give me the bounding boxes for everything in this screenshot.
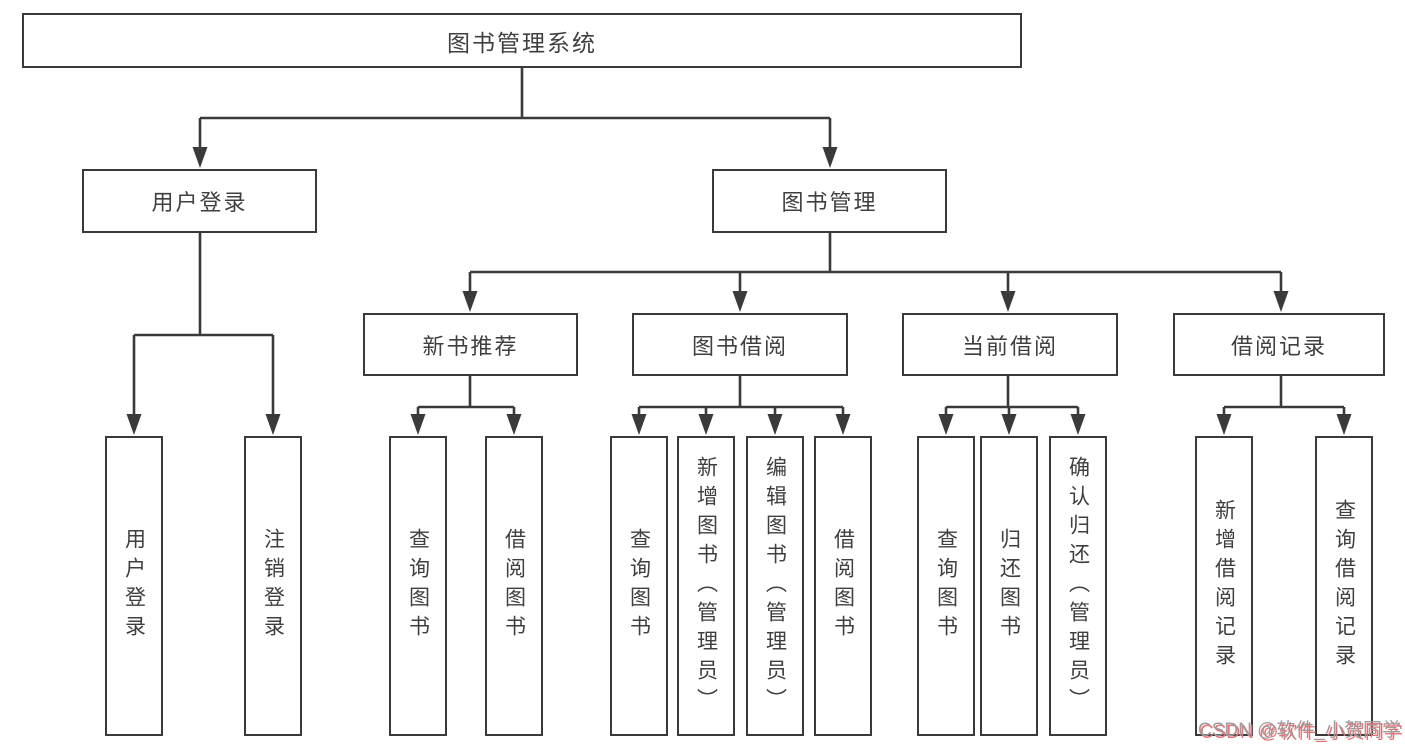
leaf-label: 借阅图书 [831, 528, 855, 644]
arrow-icon [1070, 414, 1086, 435]
leaf-label: 查询图书 [627, 528, 651, 644]
leaf-borrow-books-recommend: 借阅图书 [485, 436, 543, 736]
node-borrow-records: 借阅记录 [1173, 313, 1385, 376]
leaf-label: 确认归还（管理员） [1066, 455, 1090, 717]
leaf-confirm-return-admin: 确认归还（管理员） [1049, 436, 1107, 736]
leaf-query-borrow-record: 查询借阅记录 [1315, 436, 1373, 736]
arrow-icon [698, 414, 714, 435]
arrow-icon [126, 414, 142, 435]
leaf-label: 借阅图书 [502, 528, 526, 644]
leaf-query-books-recommend: 查询图书 [389, 436, 447, 736]
node-library-system: 图书管理系统 [22, 13, 1022, 68]
connector-path [132, 68, 1346, 418]
leaf-label: 编辑图书（管理员） [763, 455, 787, 717]
arrow-icon [767, 414, 783, 435]
arrow-icon [631, 414, 647, 435]
leaf-add-borrow-record: 新增借阅记录 [1195, 436, 1253, 736]
leaf-borrow-books-borrowing: 借阅图书 [814, 436, 872, 736]
leaf-edit-book-admin: 编辑图书（管理员） [746, 436, 804, 736]
arrow-icon [265, 414, 281, 435]
arrow-icon [462, 291, 478, 312]
arrow-icon [192, 147, 208, 168]
leaf-add-book-admin: 新增图书（管理员） [677, 436, 735, 736]
arrow-icon [1216, 414, 1232, 435]
leaf-query-books-borrowing: 查询图书 [610, 436, 668, 736]
leaf-label: 新增借阅记录 [1212, 499, 1236, 673]
arrow-icon [1336, 414, 1352, 435]
arrow-icon [410, 414, 426, 435]
arrow-icon [938, 414, 954, 435]
arrow-icon [822, 147, 838, 168]
node-current-borrowing: 当前借阅 [902, 313, 1118, 376]
leaf-return-books: 归还图书 [980, 436, 1038, 736]
leaf-label: 查询借阅记录 [1332, 499, 1356, 673]
leaf-label: 注销登录 [261, 528, 285, 644]
leaf-logout: 注销登录 [244, 436, 302, 736]
leaf-user-login: 用户登录 [105, 436, 163, 736]
arrow-icon [732, 291, 748, 312]
arrow-icon [1001, 414, 1017, 435]
node-book-borrowing: 图书借阅 [632, 313, 848, 376]
arrow-icon [506, 414, 522, 435]
arrow-icon [1273, 291, 1289, 312]
leaf-label: 新增图书（管理员） [694, 455, 718, 717]
arrow-icon [835, 414, 851, 435]
node-new-book-recommend: 新书推荐 [363, 313, 578, 376]
leaf-label: 归还图书 [997, 528, 1021, 644]
leaf-query-books-current: 查询图书 [917, 436, 975, 736]
arrow-icon [1000, 291, 1016, 312]
leaf-label: 查询图书 [934, 528, 958, 644]
leaf-label: 用户登录 [122, 528, 146, 644]
csdn-watermark: CSDN @软件_小贺同学 [1198, 720, 1401, 741]
leaf-label: 查询图书 [406, 528, 430, 644]
node-user-login-module: 用户登录 [82, 169, 317, 233]
node-book-management: 图书管理 [712, 169, 947, 233]
